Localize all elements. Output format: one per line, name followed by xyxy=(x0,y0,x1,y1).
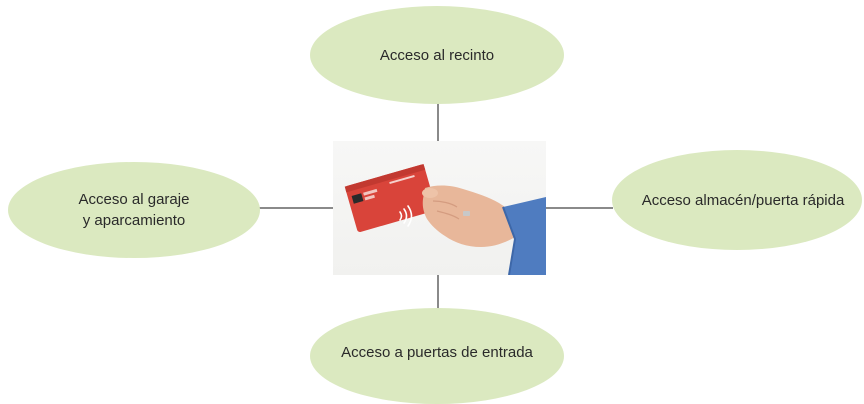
connector-left xyxy=(258,207,333,209)
hand xyxy=(422,185,515,247)
node-acceso-recinto: Acceso al recinto xyxy=(310,6,564,104)
node-acceso-almacen-label: Acceso almacén/puerta rápida xyxy=(641,191,845,209)
node-acceso-recinto-label: Acceso al recinto xyxy=(379,46,495,64)
connector-right xyxy=(546,207,613,209)
rfid-card xyxy=(344,163,437,232)
node-acceso-garaje: Acceso al garaje y aparcamiento xyxy=(8,162,260,258)
connector-top xyxy=(437,98,439,141)
connector-bottom xyxy=(437,275,439,320)
hand-card-illustration xyxy=(344,163,546,275)
sleeve xyxy=(502,197,546,275)
node-acceso-garaje-line-2: y aparcamiento xyxy=(82,212,186,229)
node-acceso-almacen: Acceso almacén/puerta rápida xyxy=(612,150,862,250)
center-photo-hand-card xyxy=(333,141,546,275)
rfid-waves-icon xyxy=(399,205,413,227)
node-acceso-puertas-label: Acceso a puertas de entrada xyxy=(341,343,533,361)
node-acceso-garaje-line-1: Acceso al garaje xyxy=(78,191,190,208)
node-acceso-puertas: Acceso a puertas de entrada xyxy=(310,308,564,404)
